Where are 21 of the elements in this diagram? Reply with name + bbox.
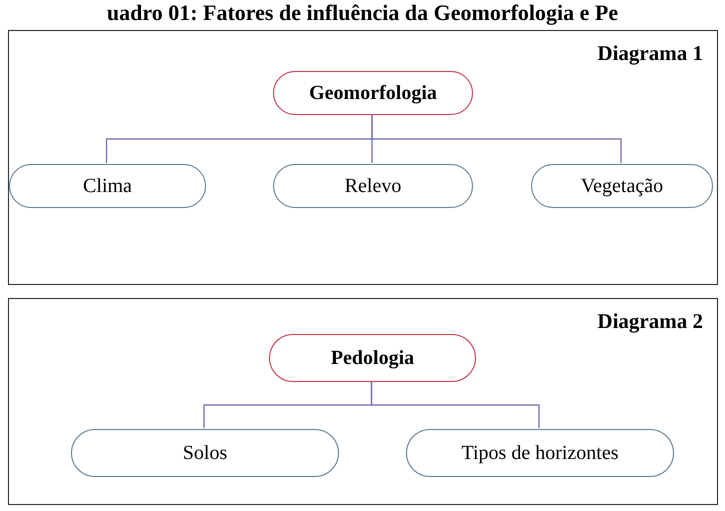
box-label: Solos <box>182 442 228 464</box>
topic-box <box>273 71 473 115</box>
box-label: Geomorfologia <box>309 82 437 104</box>
factor-box <box>71 429 339 477</box>
connector-line <box>370 381 540 428</box>
box-label: Relevo <box>344 174 402 198</box>
diagram-panel <box>8 298 718 505</box>
panel-title: Diagrama 2 <box>597 309 703 334</box>
factor-box <box>273 164 473 208</box>
factor-box <box>9 164 206 208</box>
box-label: Clima <box>83 174 132 198</box>
factor-box <box>531 164 713 208</box>
title: uadro 01: Fatores de influência da Geomorfologia e Pe <box>106 0 620 26</box>
panel-title: Diagrama 1 <box>597 41 703 66</box>
topic-box <box>269 334 476 382</box>
box-label: Pedologia <box>330 346 414 370</box>
factor-box <box>406 429 674 477</box>
box-label: Tipos de horizontes <box>461 442 619 464</box>
box-label: Vegetação <box>580 174 664 198</box>
diagram-panel <box>8 30 718 285</box>
connector-line <box>371 114 622 163</box>
